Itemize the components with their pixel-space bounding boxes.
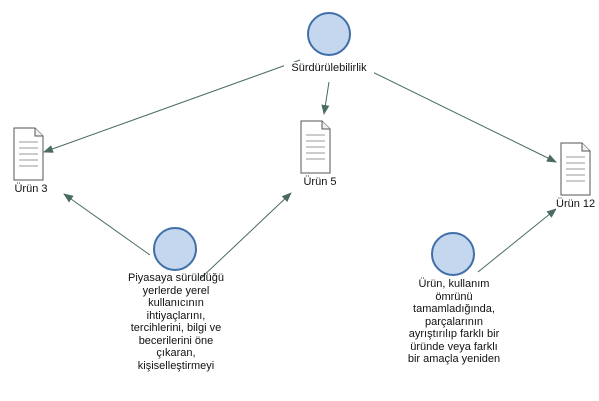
node-lifecycle-label-line: bir amaçla yeniden	[407, 353, 501, 365]
node-sustainability-label: Sürdürülebilirlik	[284, 62, 374, 75]
node-urun3-label: Ürün 3	[8, 183, 54, 196]
node-urun12-label: Ürün 12	[556, 198, 599, 211]
node-lifecycle-label-line: ayrıştırılıp farklı bir	[408, 328, 500, 340]
node-local-label-line: çıkaran,	[156, 347, 196, 359]
node-local-label-line: kullanıcının	[148, 297, 204, 309]
node-local-label: Piyasaya sürüldüğü yerlerde yerel kullan…	[120, 272, 232, 372]
node-local-label-line: Piyasaya sürüldüğü	[127, 272, 224, 284]
node-local-circle[interactable]	[153, 227, 197, 271]
node-lifecycle-label-line: üründe veya farklı	[410, 340, 498, 353]
node-local-label-line: tercihlerini, bilgi ve	[130, 322, 222, 334]
node-lifecycle-label-line: tamamladığında,	[413, 303, 495, 315]
urun3-document-icon[interactable]	[13, 127, 44, 181]
edge-local-to-urun3	[63, 193, 151, 256]
node-local-label-line: kişiselleştirmeyi	[137, 359, 215, 372]
node-local-label-line: yerlerde yerel	[142, 284, 210, 297]
urun5-document-icon[interactable]	[300, 120, 331, 174]
node-lifecycle-label: Ürün, kullanım ömrünü tamamladığında, pa…	[398, 278, 510, 366]
edge-lifecycle-to-urun12	[477, 208, 557, 273]
node-urun5-label: Ürün 5	[297, 176, 343, 189]
edge-local-to-urun5	[199, 192, 292, 280]
node-local-label-line: ihtiyaçlarını,	[146, 309, 206, 322]
edge-sustainability-to-urun5	[321, 81, 330, 115]
urun12-document-icon[interactable]	[560, 142, 591, 196]
node-sustainability-circle[interactable]	[307, 12, 351, 56]
node-lifecycle-label-line: parçalarının	[424, 315, 484, 328]
node-lifecycle-label-line: Ürün, kullanım	[418, 278, 490, 290]
node-lifecycle-label-line: ömrünü	[435, 290, 473, 303]
edge-sustainability-to-urun3	[43, 59, 301, 153]
node-local-label-line: becerilerini öne	[138, 334, 214, 347]
edge-sustainability-to-urun12	[351, 61, 557, 163]
node-lifecycle-circle[interactable]	[431, 232, 475, 276]
